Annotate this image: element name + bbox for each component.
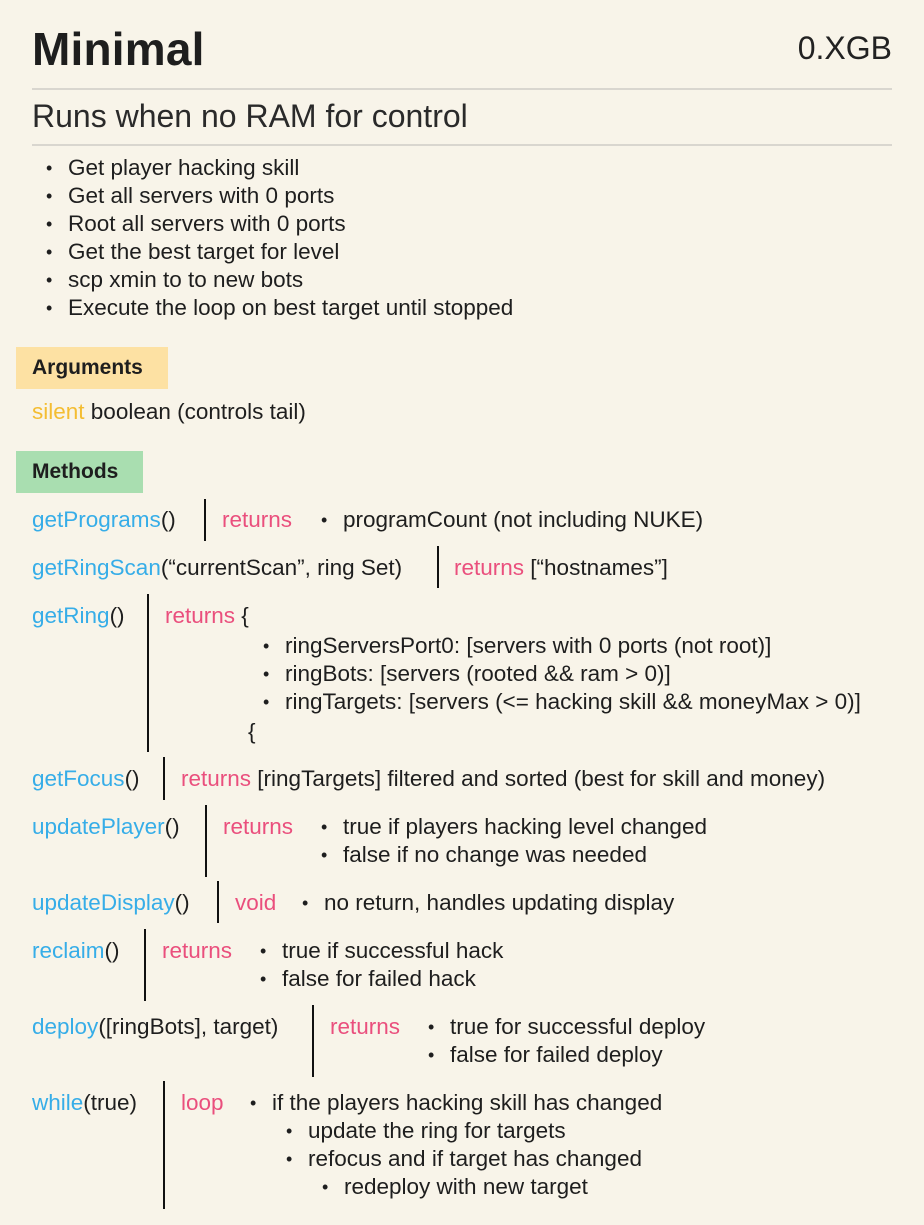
list-item: •false for failed hack [260,966,476,991]
list-item: •ringServersPort0: [servers with 0 ports… [263,633,772,658]
divider [217,881,219,923]
list-item: •ringTargets: [servers (<= hacking skill… [263,689,861,714]
list-item: •refocus and if target has changed [286,1146,642,1171]
list-item: •true for successful deploy [428,1014,706,1039]
divider [147,594,149,752]
method-params: () [174,890,190,915]
method-name: while [32,1090,84,1115]
page-subtitle: Runs when no RAM for control [32,98,468,134]
method-params: (“currentScan”, ring Set) [160,555,403,580]
return-kind: returns [330,1014,401,1039]
arguments-heading: Arguments [16,347,168,389]
divider [312,1005,314,1077]
divider [163,1081,165,1209]
method-name: getFocus [32,766,125,791]
page-title: Minimal [32,23,205,75]
method-name: getRingScan [32,555,161,580]
return-kind: returns [162,938,233,963]
method-params: () [109,603,125,628]
subheader: Runs when no RAM for control [32,90,892,146]
list-item: •scp xmin to to new bots [46,267,304,292]
return-list: •true if successful hack •false for fail… [260,937,504,993]
method-params: () [104,938,120,963]
open-brace: { [241,603,249,628]
argument-name: silent [32,399,85,424]
list-item: •no return, handles updating display [302,890,675,915]
list-item: •Get the best target for level [46,239,340,264]
summary-list: •Get player hacking skill •Get all serve… [46,154,514,322]
return-list: •programCount (not including NUKE) [321,506,704,534]
methods-heading: Methods [16,451,143,493]
argument-description: boolean (controls tail) [90,399,306,424]
method-params: () [124,766,140,791]
return-list: •true if players hacking level changed •… [321,813,707,869]
return-list: •no return, handles updating display [302,889,675,917]
method-params: (true) [83,1090,138,1115]
header: Minimal 0.XGB [32,18,892,90]
return-kind: returns [165,603,236,628]
method-name: updateDisplay [32,890,175,915]
return-value: [“hostnames”] [530,555,668,580]
close-brace: { [248,719,256,744]
list-item: •programCount (not including NUKE) [321,507,704,532]
return-kind: returns [222,507,293,532]
list-item: •Execute the loop on best target until s… [46,295,514,320]
method-name: deploy [32,1014,99,1039]
return-list: •ringServersPort0: [servers with 0 ports… [263,632,861,716]
loop-step-nested-deep: •redeploy with new target [322,1173,588,1201]
list-item: •false for failed deploy [428,1042,663,1067]
divider [204,499,206,541]
return-kind: returns [454,555,525,580]
method-params: () [164,814,180,839]
list-item: •false if no change was needed [321,842,647,867]
return-kind: returns [181,766,252,791]
return-list: •true for successful deploy •false for f… [428,1013,706,1069]
list-item: •Root all servers with 0 ports [46,211,346,236]
list-item: •update the ring for targets [286,1118,566,1143]
return-kind: loop [181,1090,224,1115]
method-name: getRing [32,603,110,628]
memory-size: 0.XGB [797,30,892,66]
return-kind: returns [223,814,294,839]
list-item: •Get player hacking skill [46,155,300,180]
method-params: () [160,507,176,532]
divider [163,757,165,800]
list-item: •true if players hacking level changed [321,814,707,839]
return-kind: void [235,890,277,915]
divider [144,929,146,1001]
method-name: getPrograms [32,507,161,532]
loop-step: •if the players hacking skill has change… [250,1089,663,1117]
argument-row: silent boolean (controls tail) [32,397,306,427]
divider [437,546,439,588]
divider [205,805,207,877]
method-params: ([ringBots], target) [98,1014,279,1039]
list-item: •ringBots: [servers (rooted && ram > 0)] [263,661,671,686]
list-item: •true if successful hack [260,938,504,963]
loop-step-nested: •update the ring for targets •refocus an… [286,1117,642,1173]
list-item: •if the players hacking skill has change… [250,1090,663,1115]
return-value: [ringTargets] filtered and sorted (best … [257,766,826,791]
list-item: •Get all servers with 0 ports [46,183,335,208]
method-name: updatePlayer [32,814,165,839]
list-item: •redeploy with new target [322,1174,588,1199]
method-name: reclaim [32,938,105,963]
